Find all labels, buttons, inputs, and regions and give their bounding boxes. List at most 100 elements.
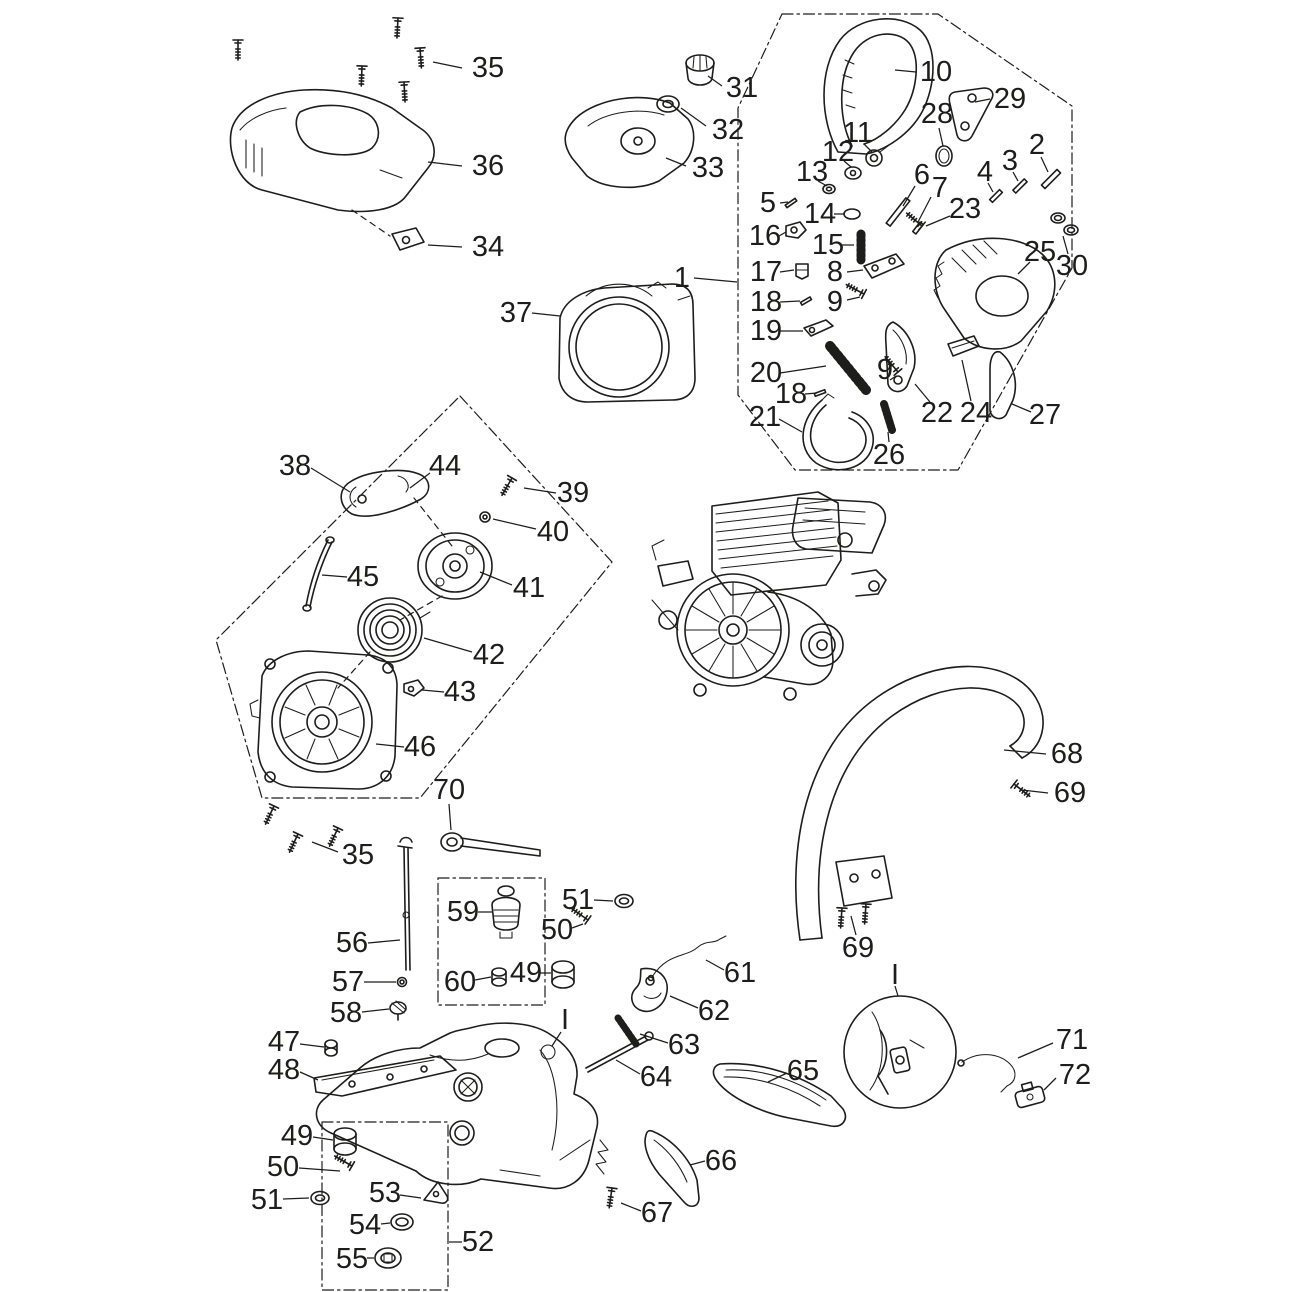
part-label-8: 8 [827, 256, 843, 288]
art-cap-58 [389, 1000, 407, 1021]
art-plug-47 [324, 1039, 338, 1057]
part-label-72: 72 [1059, 1059, 1091, 1091]
art-spring-20 [825, 341, 871, 395]
leader-line-67 [620, 1202, 642, 1212]
part-label-35: 35 [342, 839, 374, 871]
leader-line-40 [492, 518, 537, 530]
part-label-22: 22 [921, 397, 953, 429]
part-label-49: 49 [281, 1120, 313, 1152]
leader-line-11 [863, 143, 873, 153]
art-starter-housing-46 [249, 650, 398, 790]
art-pin-18b [813, 388, 827, 398]
part-label-50: 50 [541, 914, 573, 946]
art-nuts-30 [1050, 212, 1079, 236]
part-label-25: 25 [1024, 236, 1056, 268]
leader-line-62 [669, 995, 699, 1009]
leader-line-20 [779, 365, 827, 374]
part-label-16: 16 [749, 220, 781, 252]
art-front-handle-10 [823, 18, 934, 155]
leader-line-49 [312, 1136, 334, 1141]
leader-line-4 [987, 182, 994, 193]
part-label-51: 51 [251, 1184, 283, 1216]
leader-line-24 [961, 359, 972, 402]
leader-line-42 [423, 637, 473, 653]
part-label-40: 40 [537, 516, 569, 548]
part-label-6: 6 [914, 159, 930, 191]
art-screw-39 [496, 474, 518, 499]
art-fan-housing-37 [558, 281, 696, 403]
leader-line-38 [310, 467, 351, 493]
art-ring-54 [390, 1213, 414, 1231]
part-label-56: 56 [336, 927, 368, 959]
art-fuel-cap-31 [685, 54, 715, 86]
part-label-44: 44 [429, 450, 461, 482]
art-oval-14 [843, 208, 861, 220]
art-strip-27 [989, 350, 1017, 420]
leader-line-50 [571, 923, 584, 929]
art-bracket-16 [785, 221, 807, 239]
part-label-70: 70 [433, 774, 465, 806]
leader-line-2 [1040, 156, 1049, 173]
art-oil-rod-56 [397, 836, 413, 971]
leader-line-45 [321, 574, 348, 578]
leader-line-I [894, 985, 899, 997]
art-starter-group-boundary [215, 395, 613, 799]
part-label-19: 19 [750, 315, 782, 347]
part-label-28: 28 [921, 98, 953, 130]
part-label-7: 7 [932, 172, 948, 204]
art-screw-23 [902, 208, 927, 231]
part-label-2: 2 [1029, 129, 1045, 161]
art-coil-11 [865, 145, 889, 167]
part-label-26: 26 [873, 439, 905, 471]
art-side-cover-33 [564, 96, 695, 189]
art-detail-circle-I [843, 995, 957, 1109]
diagram-line-art [215, 13, 1079, 1291]
art-starter-handle-44 [340, 469, 430, 517]
part-label-41: 41 [513, 572, 545, 604]
art-nut-13 [822, 183, 836, 195]
leader-line-7 [917, 196, 932, 223]
part-label-45: 45 [347, 561, 379, 593]
art-primer-group-boundary [437, 877, 546, 1006]
leader-line-64 [615, 1059, 641, 1075]
art-rewind-spring-42 [357, 597, 431, 663]
part-label-30: 30 [1056, 250, 1088, 282]
part-label-13: 13 [796, 156, 828, 188]
art-top-cover-36 [229, 88, 435, 213]
part-label-54: 54 [349, 1209, 381, 1241]
leader-line-71 [1017, 1042, 1054, 1059]
art-screw-67 [603, 1186, 618, 1210]
art-engine-assembly [651, 491, 887, 701]
leader-line-53 [399, 1194, 422, 1199]
part-label-37: 37 [500, 297, 532, 329]
part-label-4: 4 [977, 156, 993, 188]
leader-line-33 [665, 157, 687, 167]
art-pin-2 [1040, 168, 1062, 190]
leader-line-29 [974, 98, 991, 103]
art-lever-22 [884, 321, 916, 393]
art-screw-9a [843, 279, 868, 300]
art-screws-lower-35 [260, 803, 344, 856]
part-label-36: 36 [472, 150, 504, 182]
part-label-3: 3 [1002, 145, 1018, 177]
leader-line-69 [1021, 789, 1049, 794]
leader-line-23 [925, 215, 951, 227]
art-guard-66 [644, 1129, 700, 1207]
leader-line-36 [427, 161, 463, 167]
part-label-63: 63 [668, 1029, 700, 1061]
art-rear-handle-68 [795, 665, 1044, 941]
leader-line-47 [299, 1043, 325, 1048]
part-label-14: 14 [804, 198, 836, 230]
art-ring-51b [310, 1190, 330, 1206]
part-label-18: 18 [775, 378, 807, 410]
part-label-15: 15 [812, 229, 844, 261]
part-label-52: 52 [462, 1226, 494, 1258]
leader-line-48 [299, 1071, 319, 1081]
art-starter-alignment-lines [337, 497, 453, 689]
art-trigger-62 [631, 967, 668, 1013]
art-cap-group-boundary-52 [321, 1121, 449, 1291]
art-wire-clip-71 [957, 1054, 1016, 1093]
art-ring-57 [396, 976, 408, 988]
